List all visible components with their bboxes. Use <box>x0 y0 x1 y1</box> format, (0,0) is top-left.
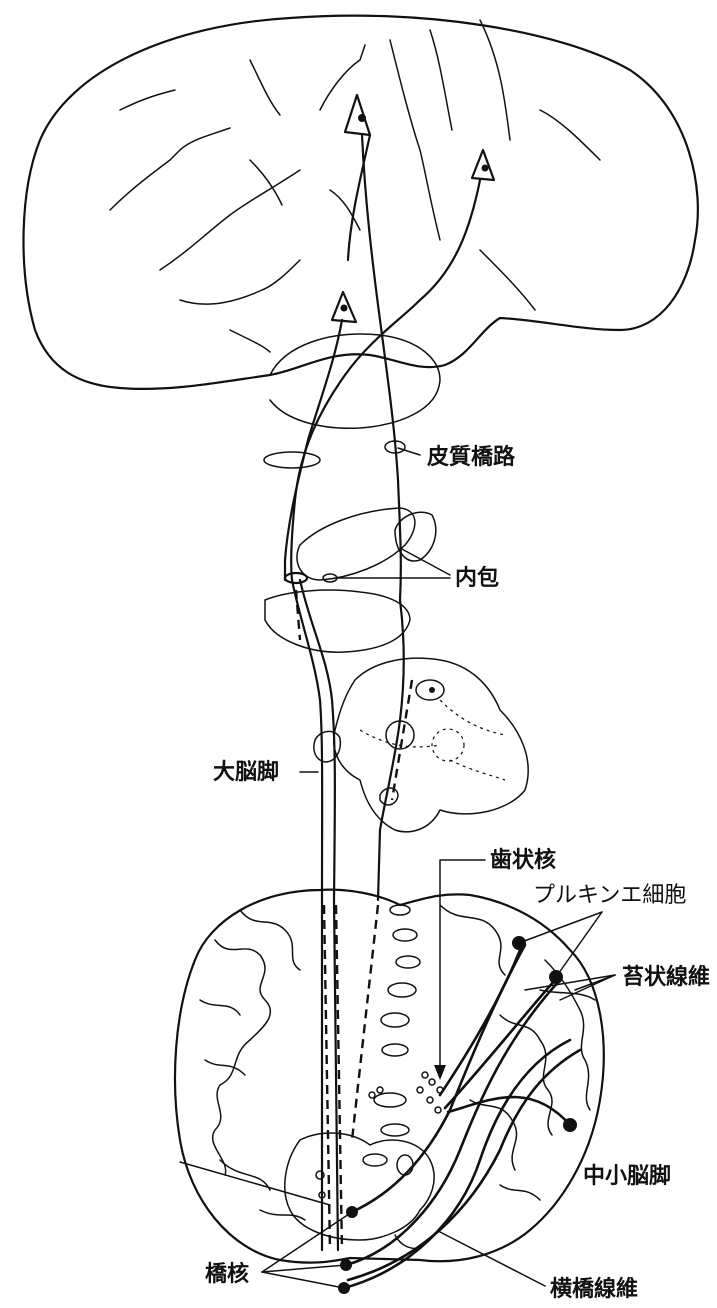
transverse-pontine-fibers <box>344 945 580 1288</box>
label-dentate-nucleus: 歯状核 <box>490 847 556 873</box>
label-transverse-pontine-fibers: 横橋線維 <box>550 1276 638 1302</box>
fiber-loop-marks <box>264 441 405 468</box>
cortical-neuron-icon <box>332 292 356 322</box>
cerebral-hemisphere <box>24 16 698 429</box>
label-corticopontine-tract: 皮質橋路 <box>427 444 516 470</box>
diencephalon-slices <box>265 508 436 652</box>
purkinje-cells <box>512 936 577 1132</box>
label-purkinje-cells: プルキンエ細胞 <box>533 883 686 908</box>
dentate-nucleus-region <box>369 1072 443 1113</box>
label-pontine-nuclei: 橋核 <box>205 1261 249 1287</box>
cortical-neuron-icon <box>345 95 370 135</box>
peduncle-tracts <box>292 580 412 900</box>
label-internal-capsule: 内包 <box>455 565 499 591</box>
cerebellum-section <box>175 890 604 1263</box>
pontine-descending-tracts <box>322 900 378 1250</box>
label-mossy-fibers: 苔状線維 <box>622 964 710 990</box>
label-cerebral-peduncle: 大脳脚 <box>213 760 279 785</box>
cortical-neuron-icon <box>472 150 494 180</box>
mossy-fibers <box>440 950 595 1125</box>
label-middle-cerebellar-peduncle: 中小脳脚 <box>583 1164 671 1189</box>
corticopontine-fibers <box>285 135 480 600</box>
midbrain-section <box>314 658 528 832</box>
